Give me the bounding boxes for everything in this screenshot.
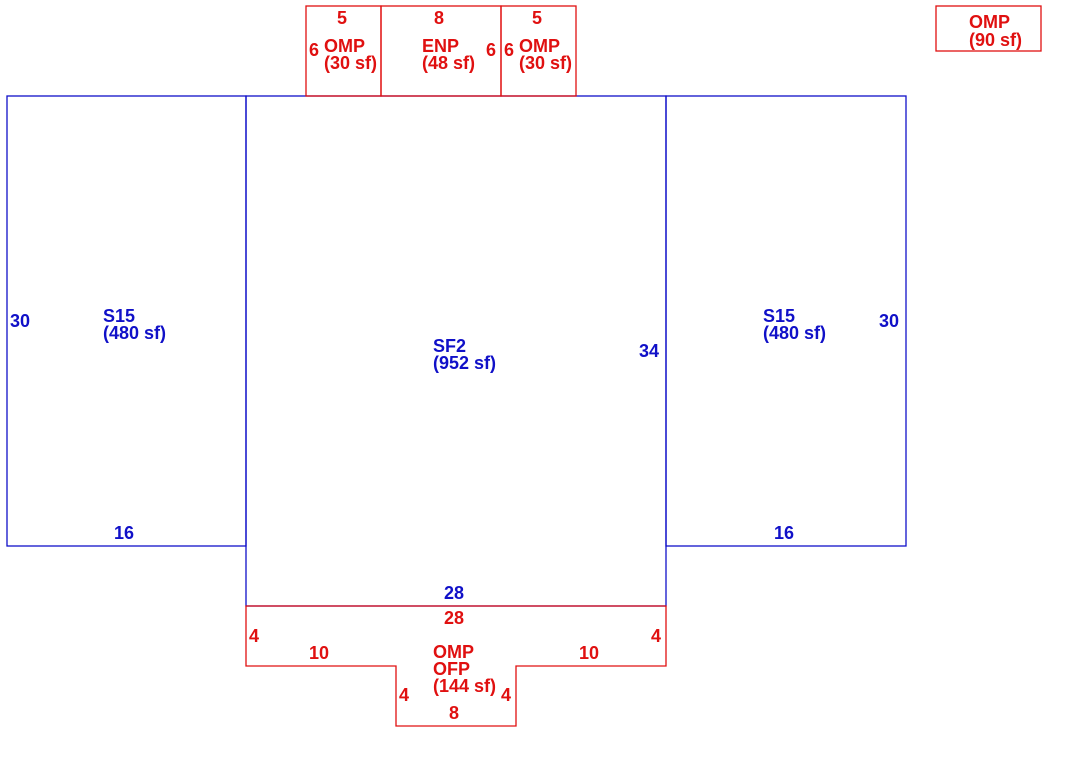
main-area-bottom-dim: 28 — [444, 583, 464, 603]
main-area-area: (952 sf) — [433, 353, 496, 373]
front-porch-top-dim: 28 — [444, 608, 464, 628]
porch-right-code: OMP — [519, 36, 560, 56]
porch-left-top-dim: 5 — [337, 8, 347, 28]
front-porch-outline — [245, 605, 667, 727]
front-porch-code2: OFP — [433, 659, 470, 679]
right-wing-bottom-dim: 16 — [774, 523, 794, 543]
right-wing-area: (480 sf) — [763, 323, 826, 343]
porch-right-area: (30 sf) — [519, 53, 572, 73]
left-wing-bottom-dim: 16 — [114, 523, 134, 543]
porch-left-side-dim: 6 — [309, 40, 319, 60]
right-wing-code: S15 — [763, 306, 795, 326]
left-wing-area: (480 sf) — [103, 323, 166, 343]
porch-mid-area: (48 sf) — [422, 53, 475, 73]
right-wing-outline — [665, 95, 907, 547]
front-porch-code1: OMP — [433, 642, 474, 662]
porch-mid-top-dim: 8 — [434, 8, 444, 28]
front-porch-area: (144 sf) — [433, 676, 496, 696]
porch-right-outline — [500, 5, 577, 97]
detached-area-area: (90 sf) — [969, 30, 1022, 50]
porch-right-top-dim: 5 — [532, 8, 542, 28]
front-porch-bump-bottom-dim: 8 — [449, 703, 459, 723]
detached-area-outline — [935, 5, 1042, 52]
porch-mid-code: ENP — [422, 36, 459, 56]
front-porch-left-step-dim: 10 — [309, 643, 329, 663]
detached-area-code: OMP — [969, 12, 1010, 32]
right-wing-side-dim: 30 — [879, 311, 899, 331]
front-porch-bump-right-dim: 4 — [501, 685, 511, 705]
porch-left-code: OMP — [324, 36, 365, 56]
main-area-side-dim: 34 — [639, 341, 659, 361]
porch-left-area: (30 sf) — [324, 53, 377, 73]
front-porch-right-step-dim: 10 — [579, 643, 599, 663]
front-porch-right-dim: 4 — [651, 626, 661, 646]
porch-right-side-dim: 6 — [504, 40, 514, 60]
left-wing-side-dim: 30 — [10, 311, 30, 331]
front-porch-left-dim: 4 — [249, 626, 259, 646]
main-area-code: SF2 — [433, 336, 466, 356]
front-porch-bump-left-dim: 4 — [399, 685, 409, 705]
left-wing-code: S15 — [103, 306, 135, 326]
porch-mid-side-dim: 6 — [486, 40, 496, 60]
